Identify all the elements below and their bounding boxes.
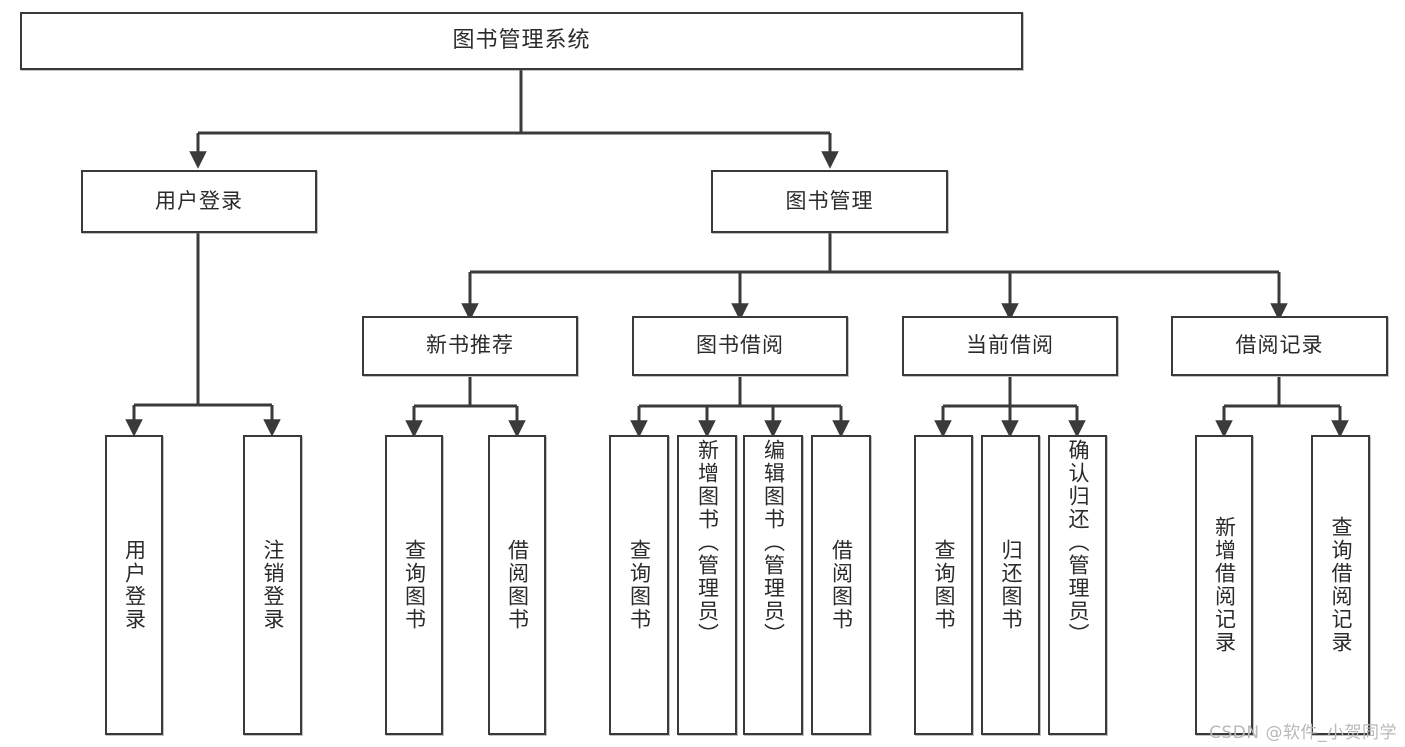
node-label: 新书推荐 xyxy=(426,333,514,358)
leaf-text-wrap: 注销登录 xyxy=(245,437,300,733)
leaf-label: 借阅图书 xyxy=(829,539,854,631)
leaf-text-wrap: 查询图书 xyxy=(387,437,441,733)
leaf-text-wrap: 借阅图书 xyxy=(490,437,544,733)
leaf-text-wrap: 归还图书 xyxy=(983,437,1038,733)
leaf-label: 查询图书 xyxy=(402,539,427,631)
leaf-return-book[interactable]: 归还图书 xyxy=(981,435,1040,735)
leaf-label: 查询借阅记录 xyxy=(1328,516,1353,654)
leaf-label: 新增借阅记录 xyxy=(1212,516,1237,654)
leaf-label: 归还图书 xyxy=(998,539,1023,631)
node-borrow-record[interactable]: 借阅记录 xyxy=(1171,316,1388,376)
leaf-query-borrow-record[interactable]: 查询借阅记录 xyxy=(1311,435,1370,735)
leaf-label: 新增图书（管理员） xyxy=(695,439,720,646)
leaf-add-borrow-record[interactable]: 新增借阅记录 xyxy=(1195,435,1253,735)
leaf-label: 注销登录 xyxy=(260,539,285,631)
node-new-book-recommend[interactable]: 新书推荐 xyxy=(362,316,578,376)
leaf-text-wrap: 查询借阅记录 xyxy=(1313,437,1368,733)
node-label: 图书管理 xyxy=(785,188,874,213)
node-book-management[interactable]: 图书管理 xyxy=(711,170,948,233)
leaf-text-wrap: 用户登录 xyxy=(107,437,161,733)
leaf-add-book-admin[interactable]: 新增图书（管理员） xyxy=(677,435,737,735)
node-current-borrow[interactable]: 当前借阅 xyxy=(902,316,1118,376)
node-root-system[interactable]: 图书管理系统 xyxy=(20,12,1023,70)
leaf-text-wrap: 查询图书 xyxy=(916,437,971,733)
node-book-borrow[interactable]: 图书借阅 xyxy=(632,316,848,376)
node-label: 借阅记录 xyxy=(1235,333,1324,358)
leaf-borrow-book-recommend[interactable]: 借阅图书 xyxy=(488,435,546,735)
node-label: 图书管理系统 xyxy=(452,27,591,53)
leaf-user-login[interactable]: 用户登录 xyxy=(105,435,163,735)
leaf-label: 借阅图书 xyxy=(505,539,530,631)
node-label: 用户登录 xyxy=(155,188,243,213)
leaf-query-book-borrow[interactable]: 查询图书 xyxy=(609,435,669,735)
leaf-label: 查询图书 xyxy=(931,539,956,631)
leaf-text-wrap: 新增借阅记录 xyxy=(1197,437,1251,733)
leaf-borrow-book-borrow[interactable]: 借阅图书 xyxy=(811,435,871,735)
leaf-text-wrap: 新增图书（管理员） xyxy=(679,437,735,735)
leaf-text-wrap: 确认归还（管理员） xyxy=(1050,437,1105,735)
leaf-text-wrap: 查询图书 xyxy=(611,437,667,733)
leaf-label: 确认归还（管理员） xyxy=(1065,439,1090,646)
leaf-query-book-current[interactable]: 查询图书 xyxy=(914,435,973,735)
leaf-text-wrap: 借阅图书 xyxy=(813,437,869,733)
node-label: 当前借阅 xyxy=(966,333,1054,358)
leaf-label: 用户登录 xyxy=(122,539,147,631)
leaf-text-wrap: 编辑图书（管理员） xyxy=(745,437,801,735)
node-label: 图书借阅 xyxy=(696,333,784,358)
leaf-edit-book-admin[interactable]: 编辑图书（管理员） xyxy=(743,435,803,735)
leaf-logout-login[interactable]: 注销登录 xyxy=(243,435,302,735)
leaf-confirm-return-admin[interactable]: 确认归还（管理员） xyxy=(1048,435,1107,735)
leaf-query-book-recommend[interactable]: 查询图书 xyxy=(385,435,443,735)
leaf-label: 编辑图书（管理员） xyxy=(761,439,786,646)
node-user-login[interactable]: 用户登录 xyxy=(81,170,317,233)
leaf-label: 查询图书 xyxy=(627,539,652,631)
